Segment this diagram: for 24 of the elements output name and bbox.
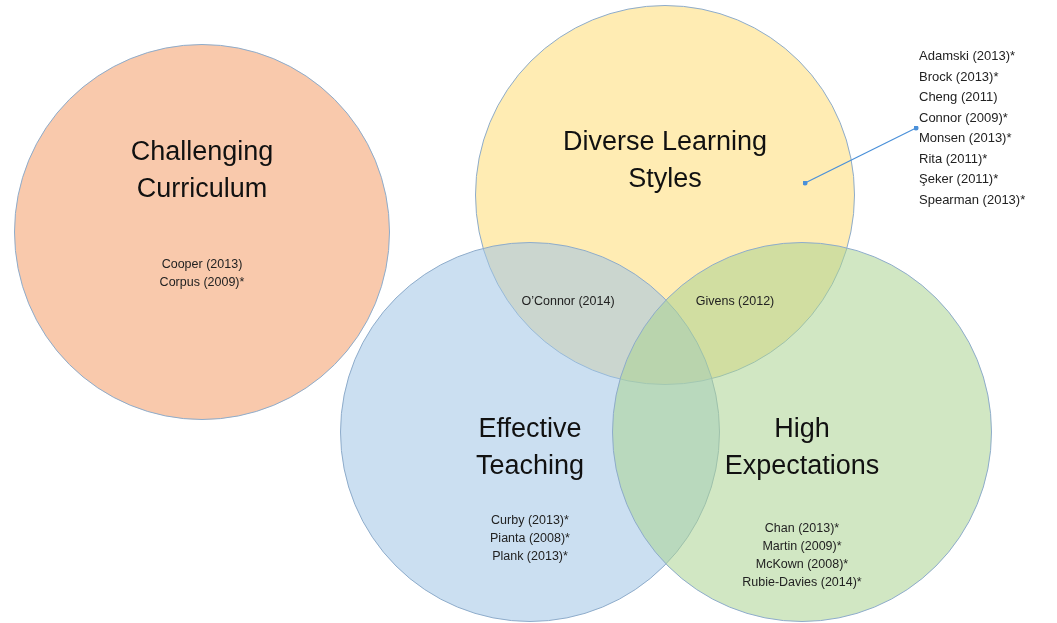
citation: O’Connor (2014) xyxy=(521,294,615,308)
citation: Chan (2013)* xyxy=(764,520,840,537)
citation: Şeker (2011)* xyxy=(919,170,1000,188)
circle-heading: Challenging Curriculum xyxy=(129,135,275,205)
circle-heading: Effective Teaching xyxy=(474,412,586,482)
citation: Spearman (2013)* xyxy=(919,190,1026,209)
citation: Connor (2009)* xyxy=(919,108,1009,127)
citation: McKown (2008)* xyxy=(755,556,849,573)
citation: Corpus (2009)* xyxy=(159,274,245,291)
citation: Adamski (2013)* xyxy=(919,47,1017,65)
citation: Rita (2011)* xyxy=(919,149,989,168)
citation: Brock (2013)* xyxy=(919,67,1000,86)
citation: Curby (2013)* xyxy=(491,512,569,529)
citation: Rubie-Davies (2014)* xyxy=(742,574,862,591)
citation: Monsen (2013)* xyxy=(919,129,1013,147)
citation: Martin (2009)* xyxy=(762,538,842,555)
citation: Cheng (2011) xyxy=(919,88,999,106)
citation: Plank (2013)* xyxy=(492,548,568,565)
leader-line xyxy=(802,125,919,186)
circle-heading: Diverse Learning Styles xyxy=(561,125,769,195)
citation: Givens (2012) xyxy=(695,294,775,308)
circle-heading: High Expectations xyxy=(723,412,881,482)
citation: Cooper (2013) xyxy=(161,256,243,273)
citation: Pianta (2008)* xyxy=(490,530,570,547)
